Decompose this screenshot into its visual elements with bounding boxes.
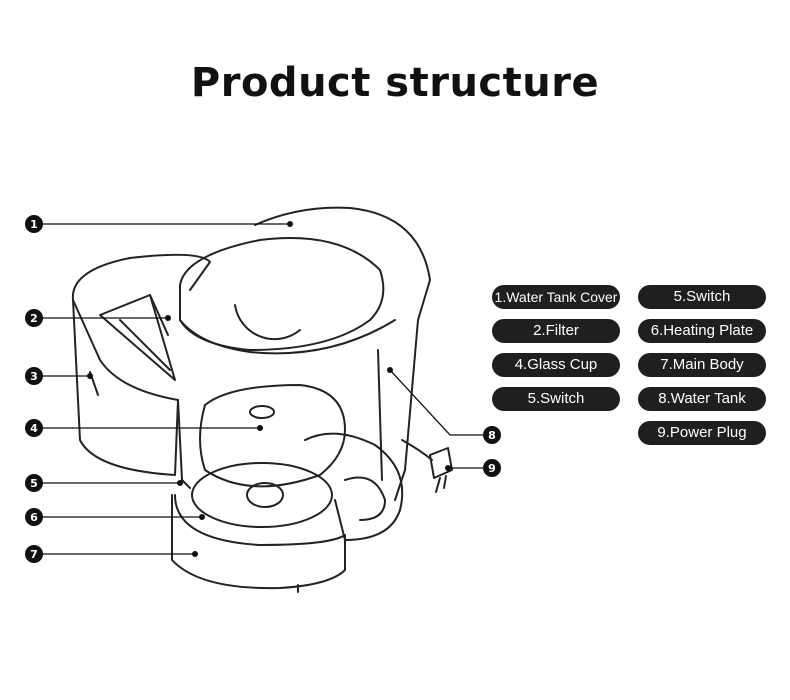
legend-item-switch-right: 5.Switch (638, 285, 766, 309)
leader-dot-7 (192, 551, 198, 557)
leader-dot-4 (257, 425, 263, 431)
carafe-top (204, 384, 346, 431)
leader-dot-2 (165, 315, 171, 321)
marker-3-label: 3 (30, 370, 38, 383)
marker-1-label: 1 (30, 218, 38, 231)
leader-line-8 (389, 369, 492, 436)
tank-cover-outline (179, 237, 385, 351)
leader-dot-3 (87, 373, 93, 379)
marker-1: 1 (25, 215, 43, 233)
leader-dot-9 (445, 465, 451, 471)
legend-item-water-tank: 8.Water Tank (638, 387, 766, 411)
marker-6-label: 6 (30, 511, 38, 524)
marker-8: 8 (483, 426, 501, 444)
legend-item-filter: 2.Filter (492, 319, 620, 343)
marker-5-label: 5 (30, 477, 38, 490)
carafe-bottom (246, 482, 284, 508)
legend-item-water-tank-cover: 1.Water Tank Cover (492, 285, 620, 309)
filter-basket-body (72, 299, 179, 476)
carafe-body (199, 404, 346, 488)
marker-5: 5 (25, 474, 43, 492)
base-outline (171, 494, 346, 590)
page-title: Product structure (190, 60, 600, 106)
heating-plate (174, 494, 346, 546)
marker-2-label: 2 (30, 312, 38, 325)
legend-item-switch-left: 5.Switch (492, 387, 620, 411)
leader-dot-1 (287, 221, 293, 227)
legend-item-main-body: 7.Main Body (638, 353, 766, 377)
water-tank-edge (377, 349, 383, 481)
tank-cover-rim (179, 319, 396, 355)
marker-3: 3 (25, 367, 43, 385)
legend-item-glass-cup: 4.Glass Cup (492, 353, 620, 377)
marker-7: 7 (25, 545, 43, 563)
filter-cone-inner (119, 294, 171, 371)
marker-9: 9 (483, 459, 501, 477)
legend-item-power-plug: 9.Power Plug (638, 421, 766, 445)
marker-4: 4 (25, 419, 43, 437)
marker-2: 2 (25, 309, 43, 327)
legend-item-heating-plate: 6.Heating Plate (638, 319, 766, 343)
power-plug (429, 447, 453, 493)
tank-cover-notch (234, 304, 301, 341)
leader-dot-5 (177, 480, 183, 486)
leader-dot-8 (387, 367, 393, 373)
marker-8-label: 8 (488, 429, 496, 442)
switch-stem (177, 399, 191, 489)
main-body-outline (254, 206, 431, 501)
marker-4-label: 4 (30, 422, 38, 435)
marker-7-label: 7 (30, 548, 38, 561)
carafe-handle-inner (344, 476, 386, 521)
leader-dot-6 (199, 514, 205, 520)
marker-9-label: 9 (488, 462, 496, 475)
marker-6: 6 (25, 508, 43, 526)
filter-cone (99, 294, 176, 381)
carafe-lid (249, 405, 275, 419)
carafe-handle (304, 432, 404, 541)
filter-basket-outline (71, 253, 211, 301)
carafe-base (191, 462, 333, 528)
